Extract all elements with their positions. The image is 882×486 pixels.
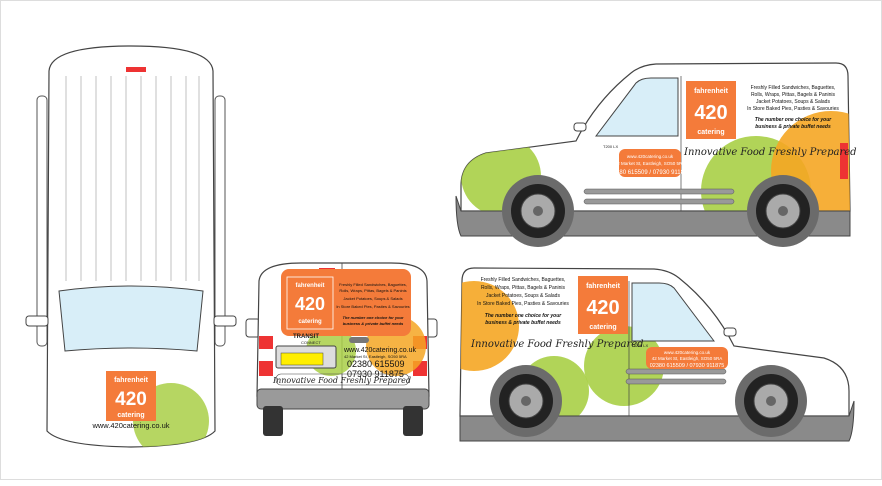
brand-logo-top: fahrenheit 420 catering xyxy=(106,371,156,421)
brand-number: 420 xyxy=(586,297,619,319)
service-line: Jacket Potatoes, Soups & Salads xyxy=(486,293,560,299)
tagline: Innovative Food Freshly Prepared xyxy=(683,147,857,158)
slogan-line: business & private buffet needs xyxy=(343,321,404,326)
van-rear-view: fahrenheit 420 catering Freshly Filled S… xyxy=(245,262,438,436)
brand-line1: fahrenheit xyxy=(114,377,149,384)
service-line: Rolls, Wraps, Pittas, Bagels & Paninis xyxy=(751,92,836,98)
website-text: www.420catering.co.uk xyxy=(91,421,169,430)
brand-line1: fahrenheit xyxy=(586,283,621,290)
brand-line2: catering xyxy=(298,319,322,325)
slogan-line: The number one choice for your xyxy=(485,313,562,319)
van-side-view-left: T200 LX www.420catering.co.uk 42 Market … xyxy=(455,62,857,247)
brand-line1: fahrenheit xyxy=(694,88,729,95)
address-text: 42 Market St, Eastleigh, SO50 5RA xyxy=(344,354,407,359)
slogan-line: The number one choice for your xyxy=(755,117,832,123)
website-text: www.420catering.co.uk xyxy=(343,347,416,354)
address-text: 42 Market St, Eastleigh, SO50 5RA xyxy=(652,356,723,361)
service-line: Rolls, Wraps, Pittas, Bagels & Paninis xyxy=(339,288,406,293)
service-line: In Store Baked Pies, Pasties & Savouries xyxy=(336,304,409,309)
van-top-view: fahrenheit 420 catering www.420catering.… xyxy=(25,45,237,448)
service-line: In Store Baked Pies, Pasties & Savouries xyxy=(477,301,569,307)
slogan-line: business & private buffet needs xyxy=(755,124,831,130)
service-line: Jacket Potatoes, Soups & Salads xyxy=(343,296,402,301)
model-sub-badge: CONNECT xyxy=(301,340,321,345)
website-text: www.420catering.co.uk xyxy=(664,350,711,355)
website-text: www.420catering.co.uk xyxy=(627,154,674,159)
model-badge: T200 LX xyxy=(633,343,648,348)
phone-1: 02380 615509 xyxy=(347,359,405,369)
slogan-line: business & private buffet needs xyxy=(485,320,561,326)
service-line: In Store Baked Pies, Pasties & Savouries xyxy=(747,106,839,112)
tagline: Innovative Food Freshly Prepared xyxy=(272,376,411,385)
service-line: Freshly Filled Sandwiches, Baguettes, xyxy=(481,277,566,283)
brand-line1: fahrenheit xyxy=(295,283,324,289)
phones-text: 02380 615509 / 07930 911875 xyxy=(609,170,691,176)
service-line: Rolls, Wraps, Pittas, Bagels & Paninis xyxy=(481,285,566,291)
service-line: Freshly Filled Sandwiches, Baguettes, xyxy=(751,85,836,91)
brand-number: 420 xyxy=(295,294,325,314)
brand-line2: catering xyxy=(697,129,724,136)
address-text: 42 Market St, Eastleigh, SO50 5RA xyxy=(615,161,686,166)
service-line: Jacket Potatoes, Soups & Salads xyxy=(756,99,830,105)
service-line: Freshly Filled Sandwiches, Baguettes, xyxy=(339,282,407,287)
brand-line2: catering xyxy=(117,412,144,419)
van-side-view-right: T200 LX www.420catering.co.uk 42 Market … xyxy=(459,267,855,442)
model-badge: T200 LX xyxy=(603,144,618,149)
brand-number: 420 xyxy=(694,102,727,124)
brand-line2: catering xyxy=(589,324,616,331)
tagline: Innovative Food Freshly Prepared xyxy=(470,339,644,350)
phones-text: 02380 615509 / 07930 911875 xyxy=(650,363,725,369)
model-badge: TRANSIT xyxy=(293,334,319,340)
slogan-line: The number one choice for your xyxy=(342,315,404,320)
brand-number: 420 xyxy=(115,389,147,410)
